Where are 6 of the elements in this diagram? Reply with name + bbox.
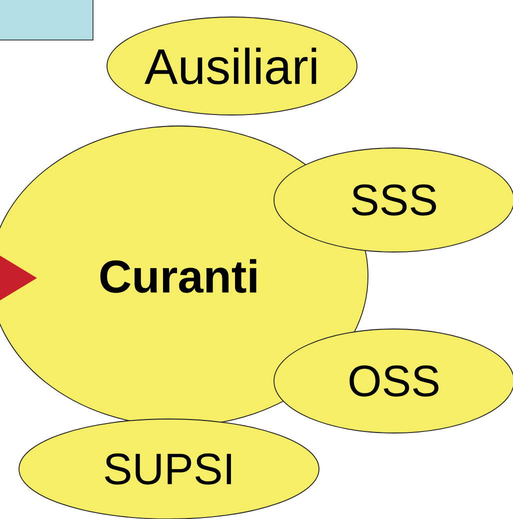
oval-label: Ausiliari <box>106 16 358 116</box>
oval-label: SUPSI <box>18 418 320 519</box>
oval-label: OSS <box>274 328 513 434</box>
arrow <box>0 255 37 301</box>
box <box>0 0 94 40</box>
oval-label: SSS <box>274 148 513 252</box>
